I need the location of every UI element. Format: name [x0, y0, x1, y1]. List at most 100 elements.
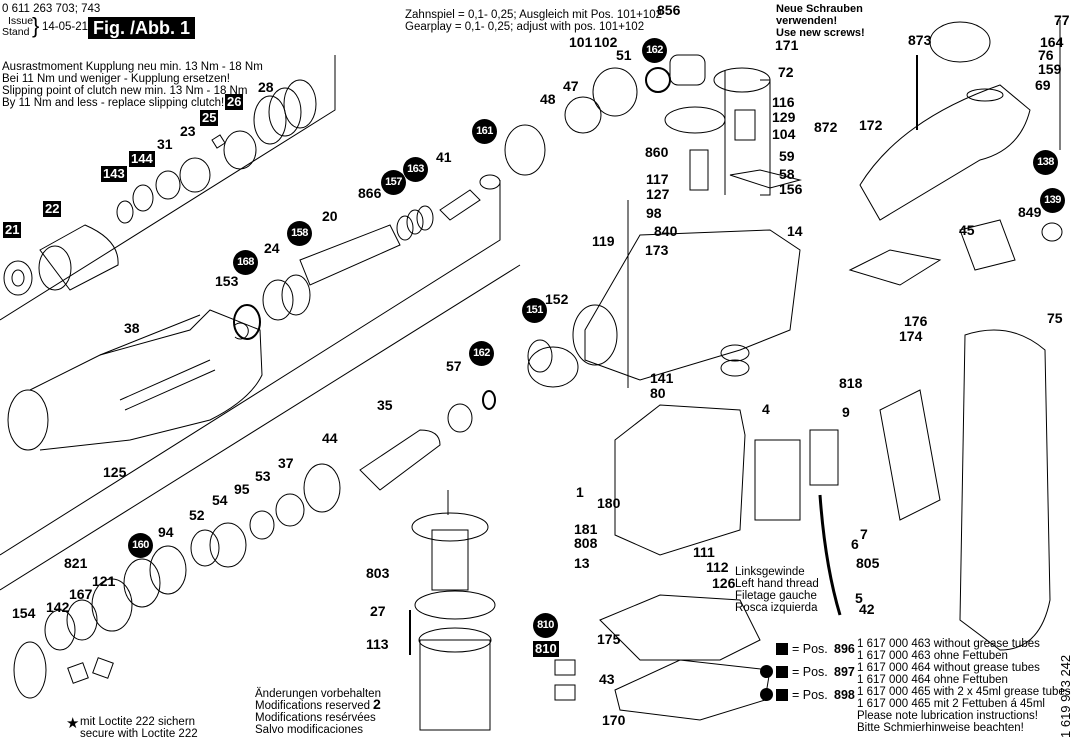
- screws-note-line: Neue Schrauben: [776, 3, 863, 15]
- part-label: 95: [234, 481, 250, 497]
- part-label: 28: [258, 79, 274, 95]
- part-label-circled: 810: [533, 613, 558, 638]
- part-label: 860: [645, 144, 669, 160]
- part-label: 174: [899, 328, 923, 344]
- part-label: 44: [322, 430, 338, 446]
- part-label-circled: 160: [128, 533, 153, 558]
- front-assembly-frame: [0, 55, 521, 591]
- legend-line: 1 617 000 464 ohne Fettuben: [857, 674, 1008, 686]
- legend-prefix: = Pos.: [792, 665, 828, 679]
- part-label: 119: [592, 233, 615, 249]
- clutch-note-line: Slipping point of clutch new min. 13 Nm …: [2, 85, 248, 97]
- part-label: 43: [599, 671, 615, 687]
- part-label: 808: [574, 535, 598, 551]
- part-label-circled: 168: [233, 250, 258, 275]
- legend-line: 1 617 000 464 without grease tubes: [857, 662, 1040, 674]
- part-label: 142: [46, 599, 70, 615]
- part-label: 27: [370, 603, 386, 619]
- figure-label: Fig. /Abb. 1: [88, 17, 195, 39]
- part-label-boxed: 143: [101, 166, 127, 182]
- gearplay-note-line: Zahnspiel = 0,1- 0,25; Ausgleich mit Pos…: [405, 9, 662, 21]
- document-number: 1 619 973 242: [1058, 654, 1073, 738]
- part-label: 805: [856, 555, 880, 571]
- part-label-circled: 163: [403, 157, 428, 182]
- part-label: 41: [436, 149, 452, 165]
- issue-label: Issue: [8, 15, 34, 27]
- legend-line: 1 617 000 465 with 2 x 45ml grease tubes: [857, 686, 1071, 698]
- part-label: 840: [654, 223, 678, 239]
- lubrication-note: Please note lubrication instructions!: [857, 710, 1038, 722]
- legend-pos: 896: [834, 642, 855, 656]
- part-label: 5: [855, 590, 863, 606]
- part-label: 80: [650, 385, 666, 401]
- thread-note-line: Left hand thread: [735, 578, 819, 590]
- part-label-boxed: 810: [533, 641, 559, 657]
- part-label: 818: [839, 375, 863, 391]
- part-label: 116: [772, 94, 795, 110]
- part-label: 2: [373, 696, 381, 712]
- part-label: 873: [908, 32, 932, 48]
- part-label: 156: [779, 181, 803, 197]
- part-label: 821: [64, 555, 88, 571]
- part-label-boxed: 26: [225, 94, 244, 110]
- square-icon: [776, 689, 788, 701]
- tool-holder-parts: [233, 174, 501, 340]
- thread-note-line: Linksgewinde: [735, 566, 805, 578]
- part-label: 94: [158, 524, 174, 540]
- part-label: 58: [779, 166, 795, 182]
- part-label: 23: [180, 123, 196, 139]
- legend-pos: 898: [834, 688, 855, 702]
- part-label: 849: [1018, 204, 1042, 220]
- part-label: 102: [594, 34, 618, 50]
- screws-note-line: verwenden!: [776, 15, 838, 27]
- part-label: 164: [1040, 34, 1064, 50]
- part-label: 175: [597, 631, 621, 647]
- stand-label: Stand: [2, 26, 30, 38]
- part-label: 24: [264, 240, 280, 256]
- part-label: 153: [215, 273, 239, 289]
- percussion-parts: [13, 339, 579, 699]
- part-label-circled: 158: [287, 221, 312, 246]
- part-label: 101: [569, 34, 593, 50]
- chuck-parts: [3, 79, 317, 296]
- part-label: 72: [778, 64, 794, 80]
- clutch-note-line: Ausrastmoment Kupplung neu min. 13 Nm - …: [2, 61, 263, 73]
- top-cover: [848, 21, 1063, 286]
- handle: [879, 329, 1051, 651]
- part-label: 152: [545, 291, 569, 307]
- thread-note-line: Rosca izquierda: [735, 602, 818, 614]
- legend-line: 1 617 000 465 mit 2 Fettuben á 45ml: [857, 698, 1045, 710]
- part-label: 104: [772, 126, 796, 142]
- part-label: 112: [706, 559, 729, 575]
- star-icon: ★: [66, 715, 80, 732]
- part-label: 38: [124, 320, 140, 336]
- part-label: 127: [646, 186, 670, 202]
- square-icon: [776, 666, 788, 678]
- part-label: 37: [278, 455, 294, 471]
- front-housing: [7, 309, 263, 451]
- part-label: 4: [762, 401, 770, 417]
- part-label: 181: [574, 521, 598, 537]
- part-label: 180: [597, 495, 621, 511]
- legend-prefix: = Pos.: [792, 688, 828, 702]
- part-label: 173: [645, 242, 669, 258]
- part-label: 856: [657, 2, 681, 18]
- gearplay-note-line: Gearplay = 0,1- 0,25; adjust with pos. 1…: [405, 21, 645, 33]
- loctite-note-line: mit Loctite 222 sichern: [80, 716, 196, 728]
- part-label: 171: [775, 37, 799, 53]
- part-label-boxed: 21: [3, 222, 22, 238]
- modifications-note-line: Modifications reserved: [255, 700, 371, 712]
- part-label-circled: 162: [469, 341, 494, 366]
- part-label: 170: [602, 712, 626, 728]
- part-label: 51: [616, 47, 632, 63]
- part-label: 31: [157, 136, 173, 152]
- circle-icon: [760, 665, 773, 678]
- part-label-circled: 139: [1040, 188, 1065, 213]
- part-label: 59: [779, 148, 795, 164]
- part-label: 1: [576, 484, 584, 500]
- part-label: 872: [814, 119, 838, 135]
- part-label-boxed: 144: [129, 151, 155, 167]
- part-label: 35: [377, 397, 393, 413]
- part-label: 803: [366, 565, 390, 581]
- part-label: 47: [563, 78, 579, 94]
